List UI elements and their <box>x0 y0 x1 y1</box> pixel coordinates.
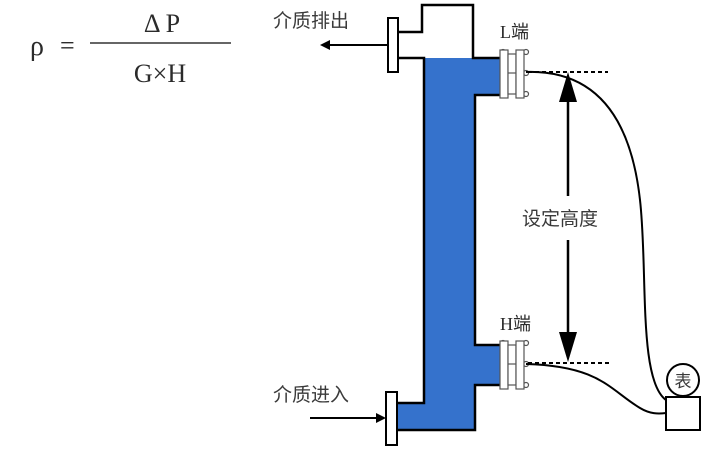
low-end-flange <box>499 48 530 99</box>
high-end-impulse-line <box>525 363 667 415</box>
liquid-column <box>397 58 500 430</box>
outlet-flange <box>387 17 399 73</box>
outlet-label: 介质排出 <box>273 10 349 32</box>
meter-gauge-icon <box>666 363 700 397</box>
vessel-outline <box>397 3 500 432</box>
formula-rho: ρ <box>30 31 44 62</box>
inlet-flange <box>385 391 398 446</box>
high-end-label: H端 <box>500 314 531 334</box>
set-height-label: 设定高度 <box>522 208 598 230</box>
formula-denominator: G×H <box>134 59 186 88</box>
formula-equals: = <box>60 31 75 60</box>
formula-numerator: Δ P <box>144 9 180 38</box>
low-end-label: L端 <box>500 22 529 42</box>
set-height-arrow <box>559 72 577 362</box>
low-end-impulse-line <box>525 70 667 401</box>
transmitter-body <box>665 396 701 431</box>
pressure-transmitter: 表 <box>665 363 701 431</box>
high-end-flange <box>499 339 530 390</box>
density-formula: ρ = Δ P G×H <box>30 9 231 88</box>
inlet-label: 介质进入 <box>273 384 349 406</box>
meter-label: 表 <box>675 372 692 392</box>
